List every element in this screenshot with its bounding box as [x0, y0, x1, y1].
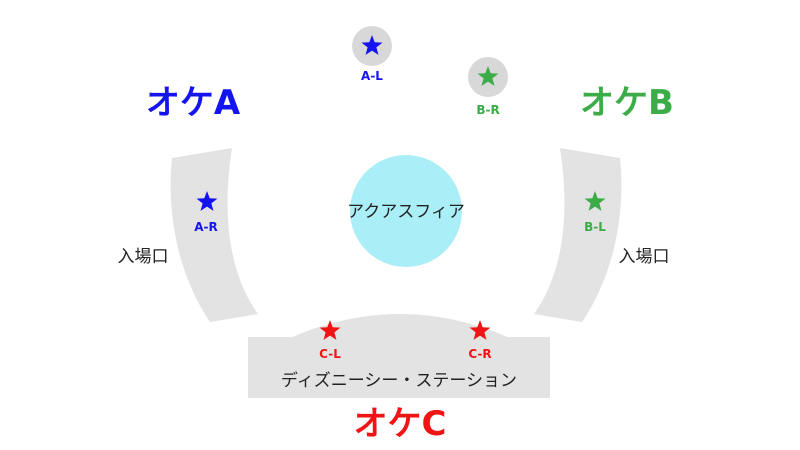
orchestra-c-title: オケC — [354, 404, 447, 444]
entrance-left-label: 入場口 — [118, 247, 169, 267]
orchestra-b-title: オケB — [580, 83, 674, 123]
entrance-right-label: 入場口 — [619, 247, 670, 267]
station-label: ディズニーシー・ステーション — [281, 370, 517, 391]
b-l-star-icon — [584, 191, 606, 211]
a-r-star-icon — [196, 191, 218, 211]
c-l-label: C-L — [319, 347, 341, 361]
a-r-label: A-R — [194, 220, 218, 234]
station-arc — [290, 314, 510, 338]
c-r-star-icon — [469, 320, 491, 340]
aquasphere-label: アクアスフィア — [347, 202, 465, 222]
aquasphere-circle — [350, 155, 462, 267]
b-l-label: B-L — [584, 220, 606, 234]
b-r-star-icon — [477, 66, 499, 86]
c-r-label: C-R — [468, 347, 491, 361]
c-l-star-icon — [319, 320, 341, 340]
left-walkway — [170, 148, 258, 322]
station-platform — [248, 337, 550, 398]
orchestra-a-title: オケA — [146, 83, 241, 123]
right-walkway — [534, 148, 622, 322]
b-r-label: B-R — [476, 103, 499, 117]
a-l-label: A-L — [361, 69, 383, 83]
a-l-star-icon — [361, 35, 383, 55]
